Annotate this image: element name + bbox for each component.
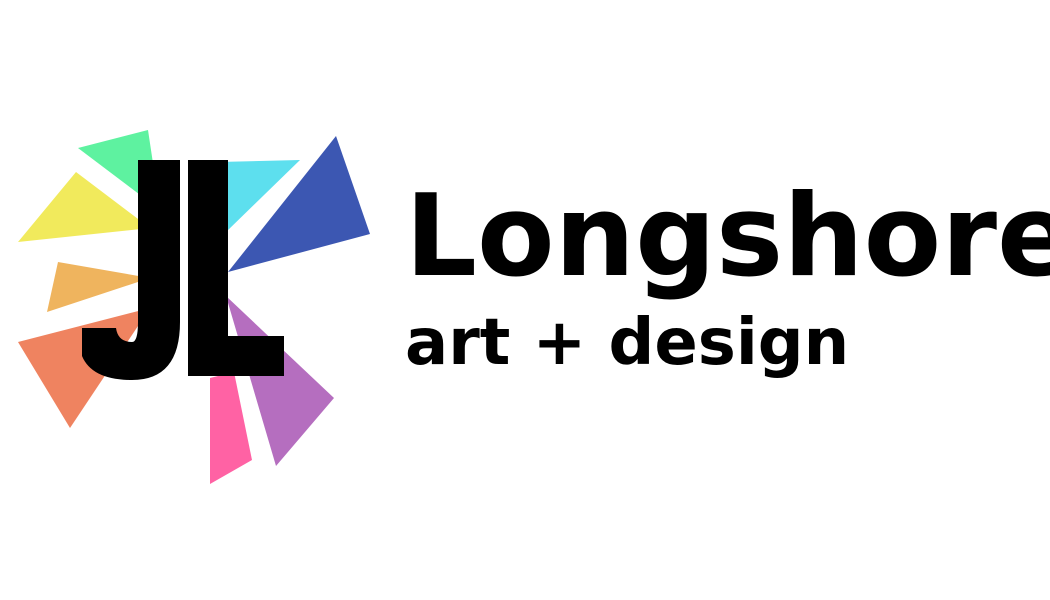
orange-shard [47, 262, 150, 312]
jl-monogram-logo-icon [18, 130, 370, 484]
brand-tagline: art + design [405, 306, 850, 380]
pink-shard [210, 372, 252, 484]
yellow-shard [18, 172, 150, 242]
cyan-shard [218, 160, 300, 232]
brand-name: Longshore [405, 170, 1050, 302]
monogram-l-letter [188, 160, 284, 376]
brand-wordmark: Longshore art + design [405, 170, 1050, 380]
blue-shard [228, 136, 370, 272]
monogram-j-letter [82, 160, 180, 380]
